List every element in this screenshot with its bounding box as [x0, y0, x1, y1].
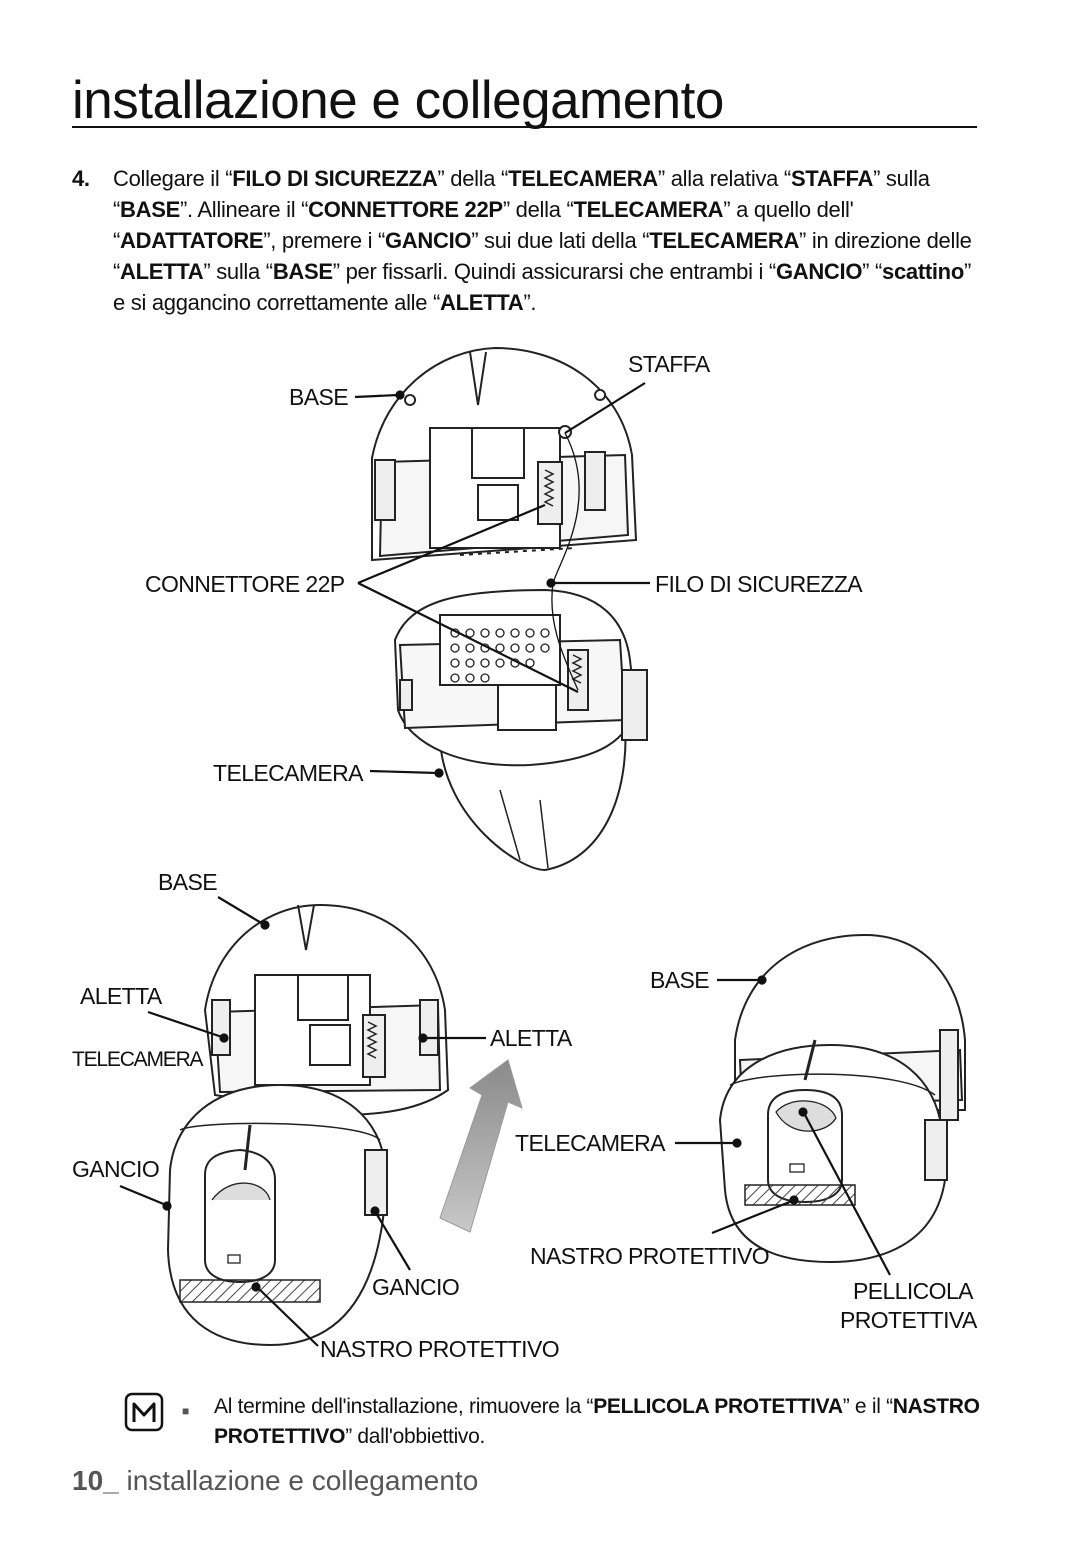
- label-gancio-bottom: GANCIO: [372, 1274, 459, 1300]
- note-bullet-icon: ■: [182, 1404, 189, 1418]
- left-callout-lines: [119, 896, 411, 1347]
- step-text-part: ” a quello dell' “: [113, 197, 854, 253]
- label-telecamera-right: TELECAMERA: [515, 1130, 666, 1156]
- step-text-part: ”.: [523, 290, 537, 315]
- page-number: 10_: [72, 1465, 119, 1496]
- step-text-part: ” e si aggancino correttamente alle “: [113, 259, 971, 315]
- page-footer: 10_ installazione e collegamento: [72, 1465, 478, 1497]
- aletta-left-callout: [147, 1010, 223, 1039]
- step-text-part: BASE: [120, 197, 180, 222]
- step-text-part: ” della “: [437, 166, 509, 191]
- note-icon: [124, 1392, 164, 1432]
- step-text-part: ” sui due lati della “: [471, 228, 650, 253]
- staffa-callout: [564, 382, 646, 434]
- note-text-part: PELLICOLA PROTETTIVA: [593, 1395, 843, 1418]
- footer-section-title: installazione e collegamento: [118, 1465, 479, 1496]
- base-callout: [354, 393, 399, 399]
- step-text-part: ”, premere i “: [263, 228, 385, 253]
- label-filo: FILO DI SICUREZZA: [655, 571, 863, 597]
- connettore-callout-2: [357, 582, 579, 693]
- label-connettore: CONNETTORE 22P: [145, 571, 345, 597]
- step-text-part: ” per fissarli. Quindi assicurarsi che e…: [332, 259, 776, 284]
- step-text-part: ” in direzione delle “: [113, 228, 972, 284]
- step-text-part: GANCIO: [385, 228, 472, 253]
- step-text-part: ” sulla “: [113, 166, 930, 222]
- label-staffa: STAFFA: [628, 351, 711, 377]
- step-text-part: TELECAMERA: [649, 228, 800, 253]
- label-base-top: BASE: [289, 384, 348, 410]
- step-text-part: ADATTATORE: [120, 228, 264, 253]
- top-camera-illustration: [393, 588, 648, 872]
- label-gancio-left: GANCIO: [72, 1156, 159, 1182]
- telecamera-callout: [369, 769, 438, 775]
- gancio-left-callout: [119, 1184, 167, 1207]
- note-text: Al termine dell'installazione, rimuovere…: [214, 1392, 984, 1452]
- step-text-part: ” della “: [502, 197, 574, 222]
- label-nastro-right: NASTRO PROTETTIVO: [530, 1243, 769, 1269]
- nastro-left-callout: [257, 1287, 319, 1347]
- label-aletta-center: ALETTA: [490, 1025, 573, 1051]
- note-text-part: ” dall'obbiettivo.: [345, 1425, 486, 1448]
- center-callout-lines: [418, 1033, 486, 1043]
- title-rule: [72, 126, 977, 128]
- step-text-part: ” alla relativa “: [657, 166, 791, 191]
- step-text-part: ALETTA: [440, 290, 524, 315]
- note-text-part: Al termine dell'installazione, rimuovere…: [214, 1395, 594, 1418]
- center-arrow-illustration: [439, 1059, 523, 1233]
- gancio-bottom-callout: [375, 1212, 411, 1271]
- step-text-part: ” sulla “: [203, 259, 273, 284]
- step-text-part: CONNETTORE 22P: [308, 197, 503, 222]
- right-assembly-illustration: [718, 933, 966, 1264]
- step-text-part: BASE: [272, 259, 333, 284]
- step-text-part: STAFFA: [790, 166, 874, 191]
- label-pellicola-line2: PROTETTIVA: [840, 1307, 978, 1333]
- note-text-part: ” e il “: [842, 1395, 893, 1418]
- top-callout-lines: [354, 382, 650, 778]
- page-title: installazione e collegamento: [72, 71, 724, 130]
- telecamera-callout-dot: [434, 768, 444, 778]
- label-pellicola-line1: PELLICOLA: [853, 1278, 974, 1304]
- safety-wire: [551, 432, 580, 691]
- left-assembly-illustration: [166, 903, 450, 1347]
- label-base-right: BASE: [650, 967, 709, 993]
- step-number: 4.: [72, 166, 90, 191]
- base-left-callout: [217, 896, 264, 925]
- connettore-callout-1: [357, 503, 546, 585]
- step-text-part: Collegare il “: [113, 166, 233, 191]
- step-text-part: GANCIO: [775, 259, 863, 284]
- label-nastro-left: NASTRO PROTETTIVO: [320, 1336, 559, 1362]
- top-base-illustration: [371, 346, 638, 562]
- step-text: Collegare il “FILO DI SICUREZZA” della “…: [113, 163, 975, 318]
- label-aletta-left: ALETTA: [80, 983, 163, 1009]
- step-text-part: TELECAMERA: [573, 197, 724, 222]
- right-callout-lines: [675, 975, 891, 1276]
- nastro-right-callout: [711, 1199, 793, 1235]
- pellicola-callout: [804, 1114, 891, 1276]
- step-text-part: TELECAMERA: [508, 166, 658, 191]
- step-text-part: ALETTA: [120, 259, 204, 284]
- step-text-part: ” “: [862, 259, 883, 284]
- label-telecamera-left: TELECAMERA: [72, 1048, 204, 1071]
- label-base-left: BASE: [158, 869, 217, 895]
- step-text-part: FILO DI SICUREZZA: [232, 166, 438, 191]
- step-text-part: ”. Allineare il “: [179, 197, 309, 222]
- label-telecamera-top: TELECAMERA: [213, 760, 364, 786]
- note-text-part: NASTRO PROTETTIVO: [214, 1395, 980, 1448]
- step-text-part: scattino: [882, 259, 964, 284]
- base-callout-dot: [395, 390, 405, 400]
